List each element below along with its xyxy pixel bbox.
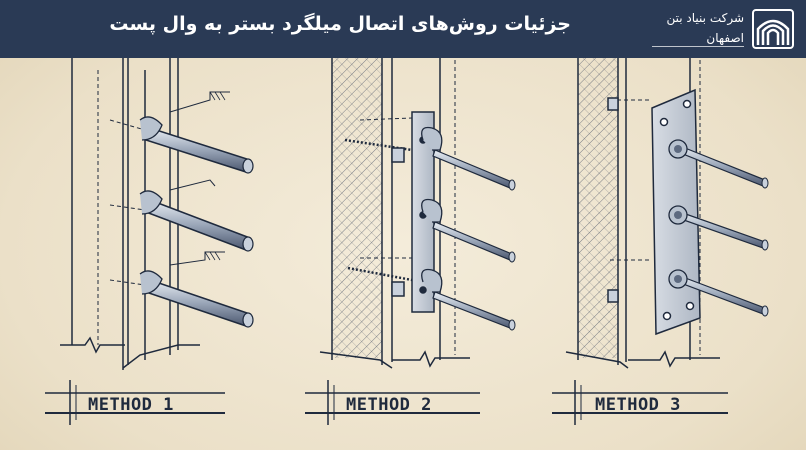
rod — [139, 190, 254, 252]
rod — [421, 268, 516, 331]
method-3-label: METHOD 3 — [595, 395, 681, 415]
method-2-rods — [421, 126, 516, 331]
technical-drawing: METHOD 1 — [45, 58, 769, 425]
method-3-drawing — [565, 58, 720, 369]
rod — [421, 198, 516, 263]
method-1-label: METHOD 1 — [88, 395, 174, 415]
method-2-label-block: METHOD 2 — [305, 380, 480, 425]
logo-text-city: اصفهان — [706, 31, 744, 45]
method-2-drawing — [319, 58, 470, 369]
rod — [668, 139, 769, 189]
logo-underline — [652, 46, 744, 47]
page-title: جزئیات روش‌های اتصال میلگرد بستر به وال … — [109, 13, 571, 35]
company-logo: شرکت بنیاد بتن اصفهان — [579, 6, 794, 52]
arches-logo-icon — [752, 9, 794, 49]
rod — [139, 270, 254, 328]
header-bar: جزئیات روش‌های اتصال میلگرد بستر به وال … — [0, 0, 806, 58]
rod — [139, 116, 254, 174]
method-1-label-block: METHOD 1 — [45, 380, 225, 425]
method-2-label: METHOD 2 — [346, 395, 432, 415]
method-1-rods — [139, 116, 254, 328]
rod — [668, 205, 769, 251]
method-3-rods — [668, 139, 769, 317]
rod — [668, 269, 769, 317]
method-3-label-block: METHOD 3 — [552, 380, 728, 425]
rod — [421, 126, 516, 191]
logo-text-company: شرکت بنیاد بتن — [666, 11, 744, 25]
